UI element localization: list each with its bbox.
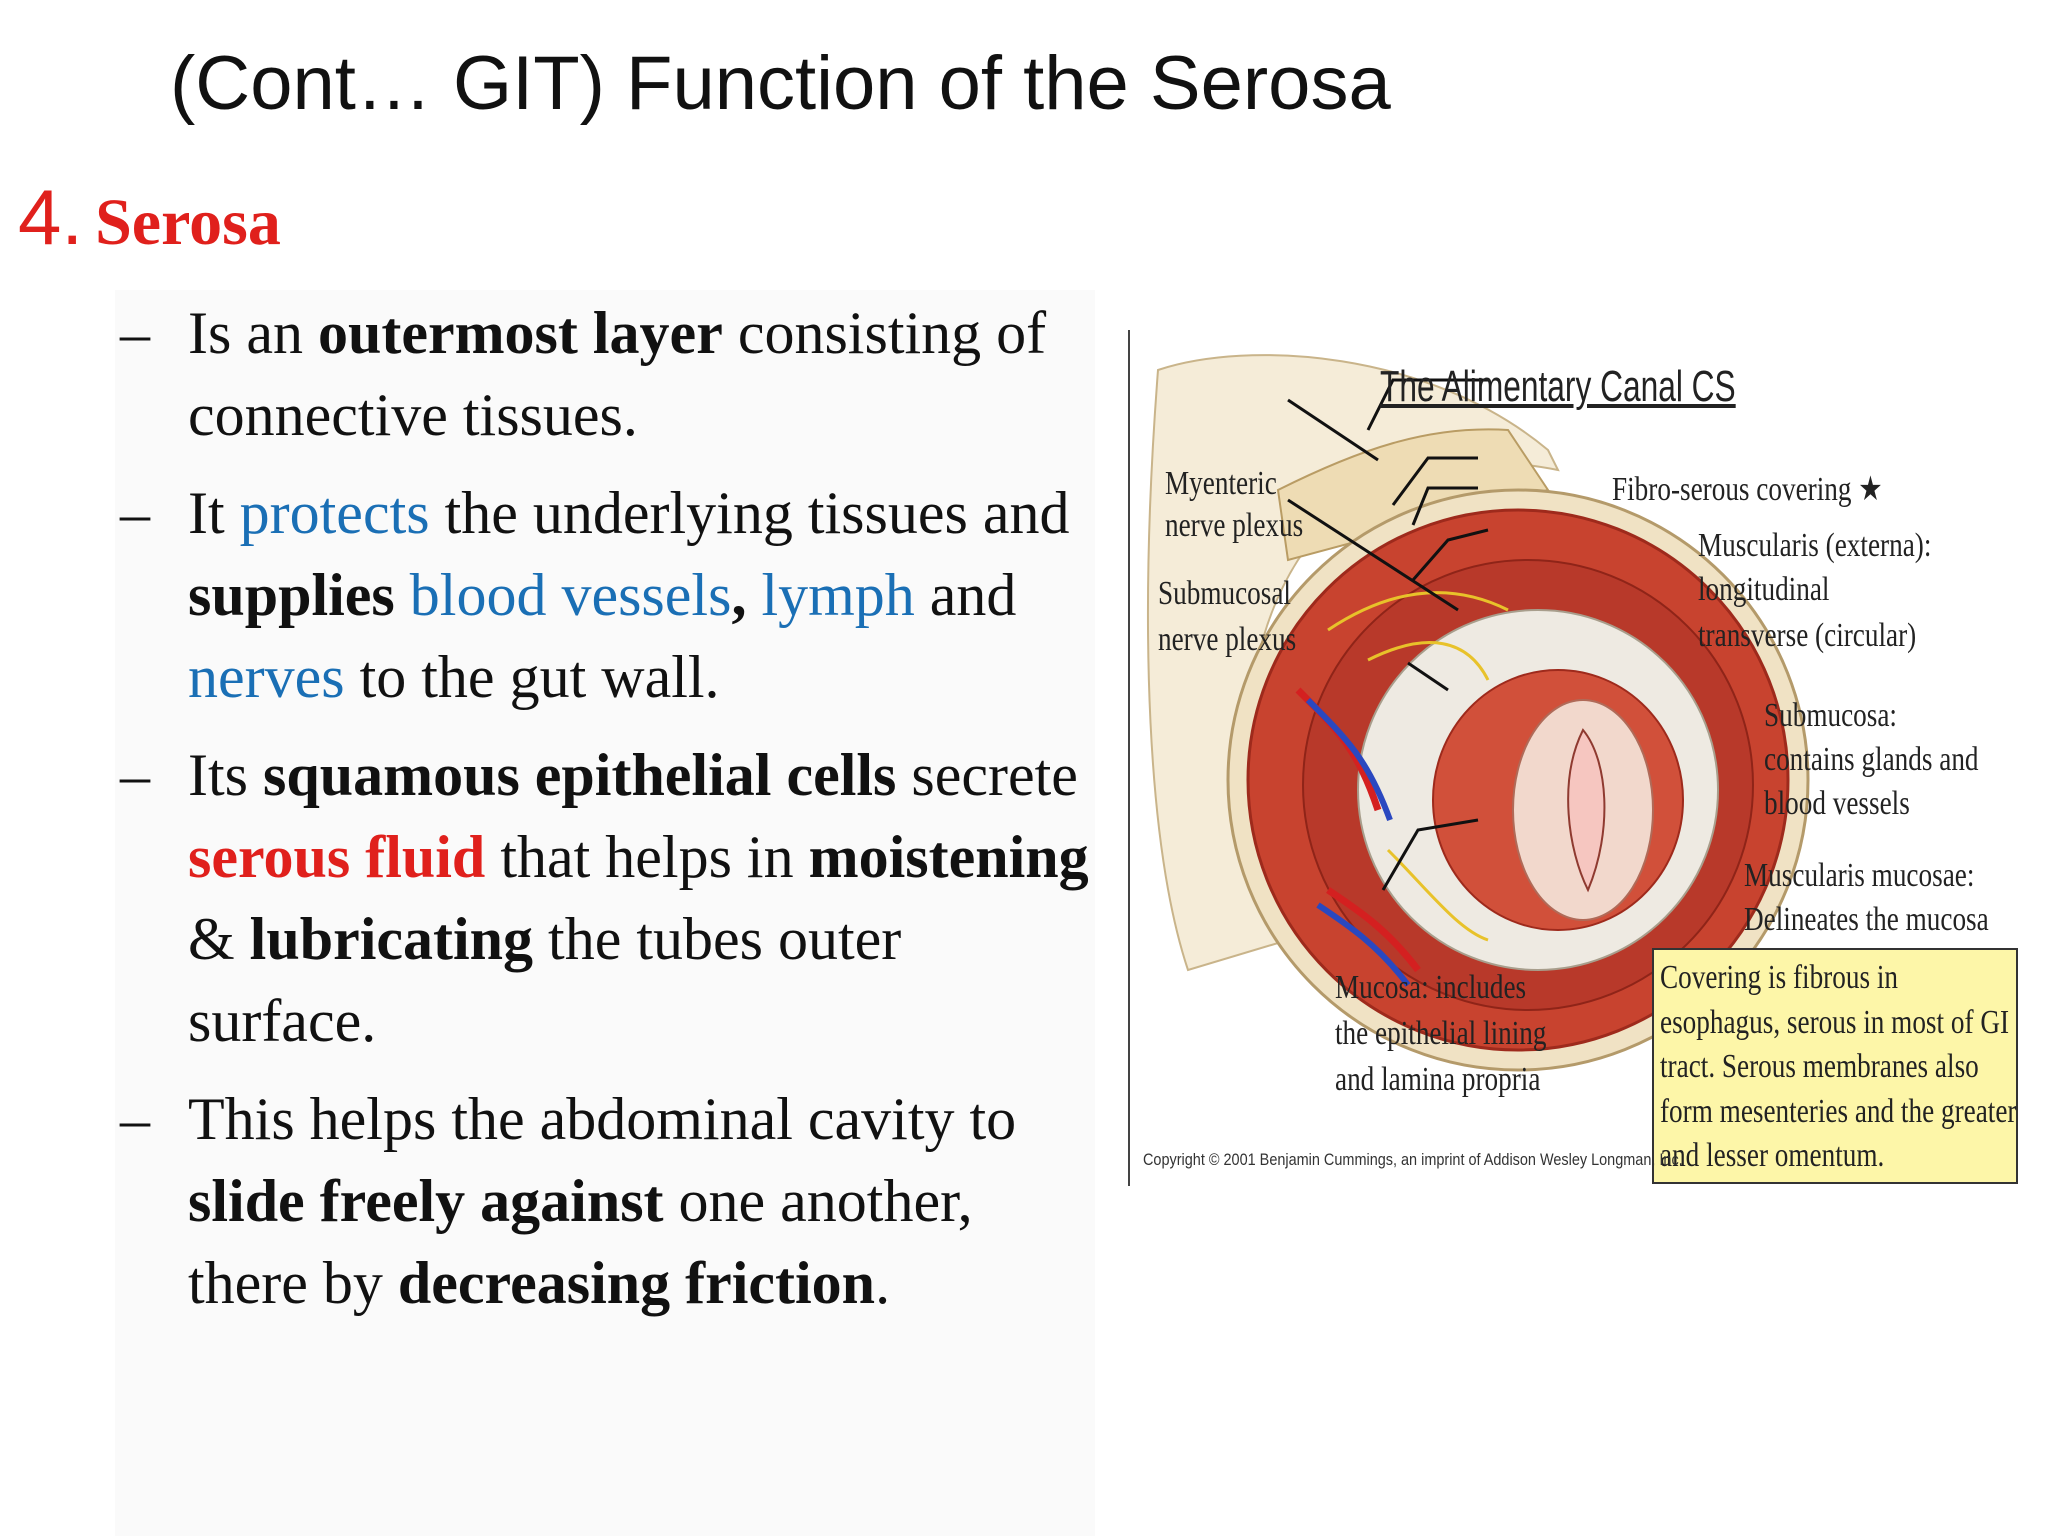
- label-submucosa-line2: contains glands and: [1764, 741, 1979, 778]
- bullet-list: – Is an outermost layer consisting of co…: [118, 292, 1098, 1340]
- callout-box: [1652, 948, 2018, 1184]
- vein-vessel: [1316, 902, 1411, 987]
- callout-text: Covering is fibrous in esophagus, serous…: [1660, 956, 2016, 1179]
- callout-line: tract. Serous membranes also: [1660, 1048, 1979, 1085]
- heading-word: Serosa: [95, 186, 281, 259]
- callout-line: and lesser omentum.: [1660, 1137, 1885, 1174]
- label-submucosa-line1: Submucosa:: [1764, 697, 1897, 734]
- label-mucosa-line2: the epithelial lining: [1335, 1015, 1547, 1052]
- bullet-text: one another, there by: [188, 1168, 973, 1316]
- bullet-item: – This helps the abdominal cavity to sli…: [118, 1078, 1098, 1324]
- bullet-dash: –: [120, 300, 150, 366]
- heading-number: 4.: [18, 173, 84, 261]
- label-submucosal-line2: nerve plexus: [1158, 621, 1297, 658]
- bullet-text: secrete: [896, 742, 1078, 808]
- bullet-dash: –: [120, 1086, 150, 1152]
- bullet-text: This helps the abdominal cavity to: [188, 1086, 1017, 1152]
- label-muscularis-line3: transverse (circular): [1698, 617, 1917, 654]
- figure-title: The Alimentary Canal CS: [1380, 362, 1736, 411]
- bold-term: slide freely against: [188, 1168, 664, 1234]
- label-mucosa-line1: Mucosa: includes: [1335, 969, 1527, 1006]
- callout-line: Covering is fibrous in: [1660, 959, 1898, 996]
- artery-vessel: [1326, 887, 1421, 973]
- label-submucosa-line3: blood vessels: [1764, 785, 1910, 822]
- bullet-text: [395, 562, 410, 628]
- bold-term: squamous epithelial cells: [263, 742, 897, 808]
- bullet-text: the underlying tissues and: [429, 480, 1070, 546]
- bold-term: outermost layer: [317, 300, 723, 366]
- bullet-text: Its: [188, 742, 263, 808]
- bullet-item: – Is an outermost layer consisting of co…: [118, 292, 1098, 456]
- label-muscularis-line1: Muscularis (externa):: [1698, 527, 1932, 564]
- bullet-text: consisting of connective tissues.: [188, 300, 1047, 448]
- highlight-term: protects: [239, 480, 430, 546]
- red-term: serous fluid: [188, 824, 486, 890]
- label-myenteric-line2: nerve plexus: [1165, 507, 1304, 544]
- callout-line: form mesenteries and the greater: [1660, 1092, 2017, 1130]
- bullet-text: .: [875, 1250, 891, 1316]
- figure-border: [1128, 330, 1130, 1186]
- bold-term: moistening: [808, 824, 1089, 890]
- gut-cross-section-illustration: [1147, 354, 1810, 1072]
- bold-comma: ,: [731, 562, 747, 628]
- bullet-text: to the gut wall.: [344, 644, 720, 710]
- pointer-lines: [1287, 378, 1489, 891]
- bullet-item: – Its squamous epithelial cells secrete …: [118, 734, 1098, 1062]
- bullet-item: – It protects the underlying tissues and…: [118, 472, 1098, 718]
- bullet-text: that helps in: [485, 824, 809, 890]
- label-muscularis-line2: longitudinal: [1698, 571, 1830, 608]
- figure-copyright: Copyright © 2001 Benjamin Cummings, an i…: [1143, 1150, 1683, 1169]
- body-background: [115, 290, 1095, 1536]
- highlight-term: lymph: [761, 562, 915, 628]
- bullet-dash: –: [120, 480, 150, 546]
- bold-term: lubricating: [249, 906, 534, 972]
- section-heading: 4.Serosa: [18, 172, 281, 263]
- label-mucosa-line3: and lamina propria: [1335, 1061, 1541, 1098]
- bullet-text: It: [188, 480, 240, 546]
- label-muscularis-mucosae-line1: Muscularis mucosae:: [1744, 857, 1975, 894]
- lumen: [1567, 728, 1606, 893]
- callout-line: esophagus, serous in most of GI: [1660, 1003, 2010, 1041]
- slide-title: (Cont… GIT) Function of the Serosa: [170, 41, 1391, 126]
- bold-term: decreasing friction: [397, 1250, 876, 1316]
- highlight-term: blood vessels: [409, 562, 732, 628]
- bullet-text: [746, 562, 761, 628]
- bullet-text: &: [188, 906, 250, 972]
- vein-vessel: [1305, 697, 1393, 822]
- bullet-dash: –: [120, 742, 150, 808]
- label-submucosal-line1: Submucosal: [1158, 575, 1291, 612]
- bullet-text: the tubes outer surface.: [188, 906, 902, 1054]
- label-myenteric-line1: Myenteric: [1165, 465, 1277, 502]
- highlight-term: nerves: [188, 644, 345, 710]
- nerve-fiber: [1327, 591, 1509, 942]
- bold-term: supplies: [188, 562, 395, 628]
- bullet-text: and: [914, 562, 1017, 628]
- label-fibro-serous: Fibro-serous covering ★: [1612, 471, 1883, 508]
- serosa-fold: [1276, 428, 1550, 562]
- label-muscularis-mucosae-line2: Delineates the mucosa: [1744, 901, 1989, 938]
- bullet-text: Is an: [188, 300, 318, 366]
